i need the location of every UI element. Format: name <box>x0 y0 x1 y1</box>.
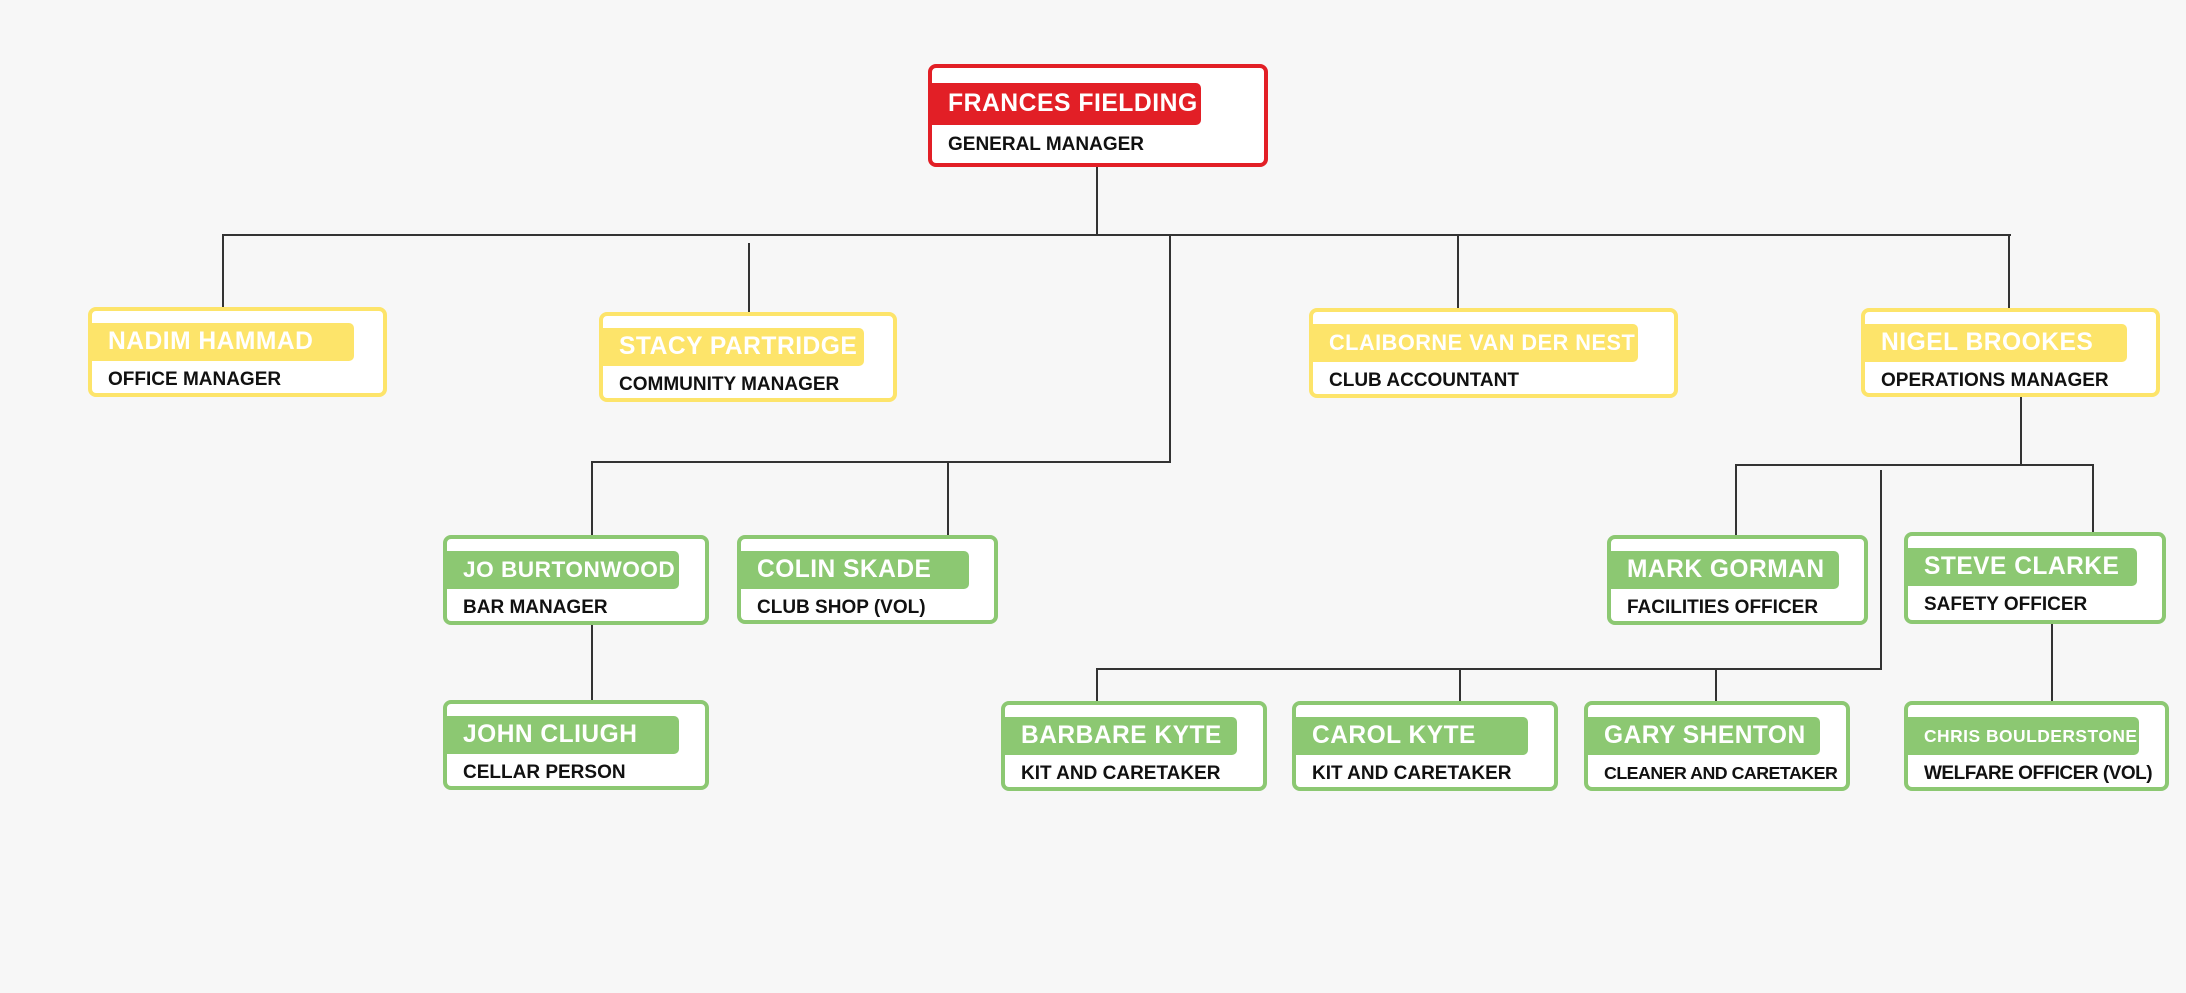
node-name: CAROL KYTE <box>1296 717 1529 755</box>
node-role: FACILITIES OFFICER <box>1627 597 1819 618</box>
node-name: STACY PARTRIDGE <box>603 328 864 366</box>
org-node-colin-skade[interactable]: COLIN SKADE CLUB SHOP (VOL) <box>737 535 998 624</box>
connector-line <box>1169 234 1171 462</box>
node-role: OFFICE MANAGER <box>108 369 282 390</box>
connector-line <box>947 461 949 536</box>
connector-line <box>1736 464 2094 466</box>
node-name: GARY SHENTON <box>1588 717 1821 755</box>
node-name: JO BURTONWOOD <box>447 551 680 589</box>
node-role: CLUB ACCOUNTANT <box>1329 370 1519 391</box>
node-role: BAR MANAGER <box>463 597 608 618</box>
connector-line <box>1457 234 1459 309</box>
org-node-stacy-partridge[interactable]: STACY PARTRIDGE COMMUNITY MANAGER <box>599 312 897 402</box>
connector-line <box>222 234 224 308</box>
org-node-frances-fielding[interactable]: FRANCES FIELDING GENERAL MANAGER <box>928 64 1268 167</box>
connector-line <box>591 624 593 701</box>
node-role: CLUB SHOP (VOL) <box>757 597 926 618</box>
node-role: CELLAR PERSON <box>463 762 626 783</box>
connector-line <box>1096 166 1098 235</box>
org-node-carol-kyte[interactable]: CAROL KYTE KIT AND CARETAKER <box>1292 701 1558 791</box>
org-node-chris-boulderstone[interactable]: CHRIS BOULDERSTONE WELFARE OFFICER (VOL) <box>1904 701 2169 791</box>
node-name: MARK GORMAN <box>1611 551 1839 589</box>
connector-line <box>1096 668 1098 702</box>
connector-line <box>223 234 2011 236</box>
node-role: WELFARE OFFICER (VOL) <box>1924 763 2153 784</box>
node-role: SAFETY OFFICER <box>1924 594 2088 615</box>
node-name: FRANCES FIELDING <box>932 83 1201 125</box>
node-name: CHRIS BOULDERSTONE <box>1908 717 2140 755</box>
node-role: KIT AND CARETAKER <box>1021 763 1221 784</box>
connector-line <box>1715 668 1717 702</box>
org-node-nigel-brookes[interactable]: NIGEL BROOKES OPERATIONS MANAGER <box>1861 308 2160 397</box>
node-role: GENERAL MANAGER <box>948 134 1144 155</box>
connector-line <box>591 461 593 536</box>
connector-line <box>1459 668 1461 702</box>
org-node-nadim-hammad[interactable]: NADIM HAMMAD OFFICE MANAGER <box>88 307 387 397</box>
connector-line <box>2008 234 2010 309</box>
org-node-john-cliugh[interactable]: JOHN CLIUGH CELLAR PERSON <box>443 700 709 790</box>
node-role: CLEANER AND CARETAKER <box>1604 763 1838 783</box>
node-name: STEVE CLARKE <box>1908 548 2137 586</box>
connector-line <box>2051 623 2053 702</box>
node-name: BARBARE KYTE <box>1005 717 1238 755</box>
node-name: NIGEL BROOKES <box>1865 324 2127 362</box>
org-node-barbare-kyte[interactable]: BARBARE KYTE KIT AND CARETAKER <box>1001 701 1267 791</box>
org-node-steve-clarke[interactable]: STEVE CLARKE SAFETY OFFICER <box>1904 532 2166 624</box>
connector-line <box>2092 464 2094 533</box>
org-node-jo-burtonwood[interactable]: JO BURTONWOOD BAR MANAGER <box>443 535 709 625</box>
node-name: NADIM HAMMAD <box>92 323 354 361</box>
connector-line <box>1735 464 1737 536</box>
node-name: JOHN CLIUGH <box>447 716 680 754</box>
org-node-mark-gorman[interactable]: MARK GORMAN FACILITIES OFFICER <box>1607 535 1868 625</box>
connector-line <box>592 461 1171 463</box>
node-name: COLIN SKADE <box>741 551 969 589</box>
connector-line <box>2020 396 2022 465</box>
connector-line <box>748 243 750 313</box>
node-role: KIT AND CARETAKER <box>1312 763 1512 784</box>
connector-line <box>1097 668 1882 670</box>
node-role: COMMUNITY MANAGER <box>619 374 840 395</box>
org-node-claiborne-van-der-nest[interactable]: CLAIBORNE VAN DER NEST CLUB ACCOUNTANT <box>1309 308 1678 398</box>
connector-line <box>1880 470 1882 669</box>
org-node-gary-shenton[interactable]: GARY SHENTON CLEANER AND CARETAKER <box>1584 701 1850 791</box>
node-role: OPERATIONS MANAGER <box>1881 370 2109 391</box>
node-name: CLAIBORNE VAN DER NEST <box>1313 324 1638 362</box>
